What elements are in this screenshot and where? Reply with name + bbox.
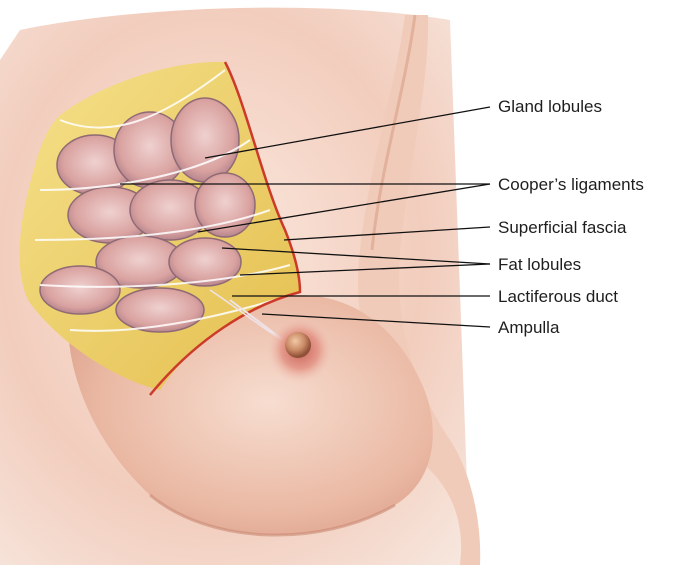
label-superficial-fascia: Superficial fascia — [498, 218, 627, 238]
label-lactiferous-duct: Lactiferous duct — [498, 287, 618, 307]
label-fat-lobules: Fat lobules — [498, 255, 581, 275]
label-coopers-ligaments: Cooper’s ligaments — [498, 175, 644, 195]
label-ampulla: Ampulla — [498, 318, 559, 338]
label-gland-lobules: Gland lobules — [498, 97, 602, 117]
nipple — [285, 332, 311, 358]
